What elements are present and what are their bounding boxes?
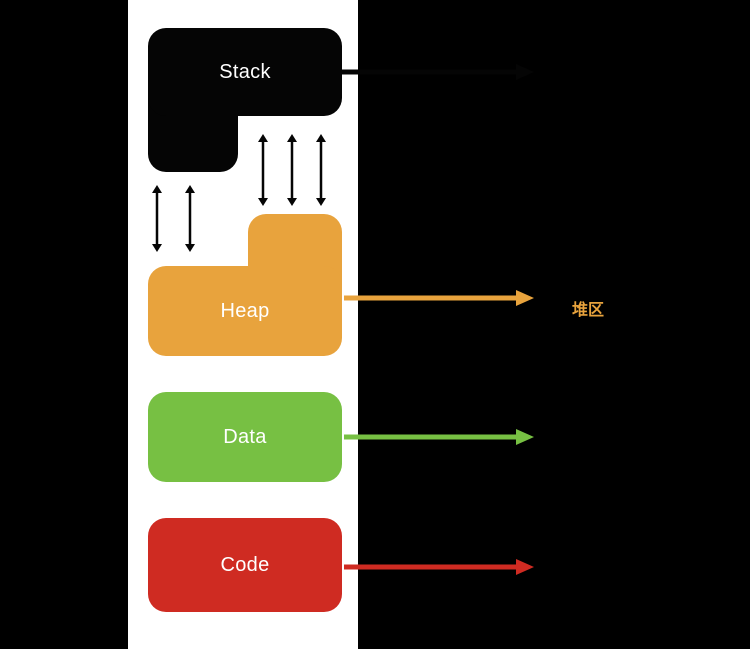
- heap-block: Heap: [148, 266, 342, 356]
- heap-label: Heap: [220, 299, 270, 322]
- stack-block: Stack: [148, 28, 342, 116]
- code-block: Code: [148, 518, 342, 612]
- data-label: Data: [223, 425, 267, 448]
- code-label: Code: [220, 553, 270, 576]
- heap-arrow-label: 堆区: [572, 302, 605, 319]
- stack-pointer-arrow-icon: [342, 64, 534, 80]
- stack-label: Stack: [219, 60, 271, 83]
- code-pointer-arrow-icon: [344, 559, 534, 575]
- data-block: Data: [148, 392, 342, 482]
- data-pointer-arrow-icon: [344, 429, 534, 445]
- heap-pointer-arrow-icon: [344, 290, 534, 306]
